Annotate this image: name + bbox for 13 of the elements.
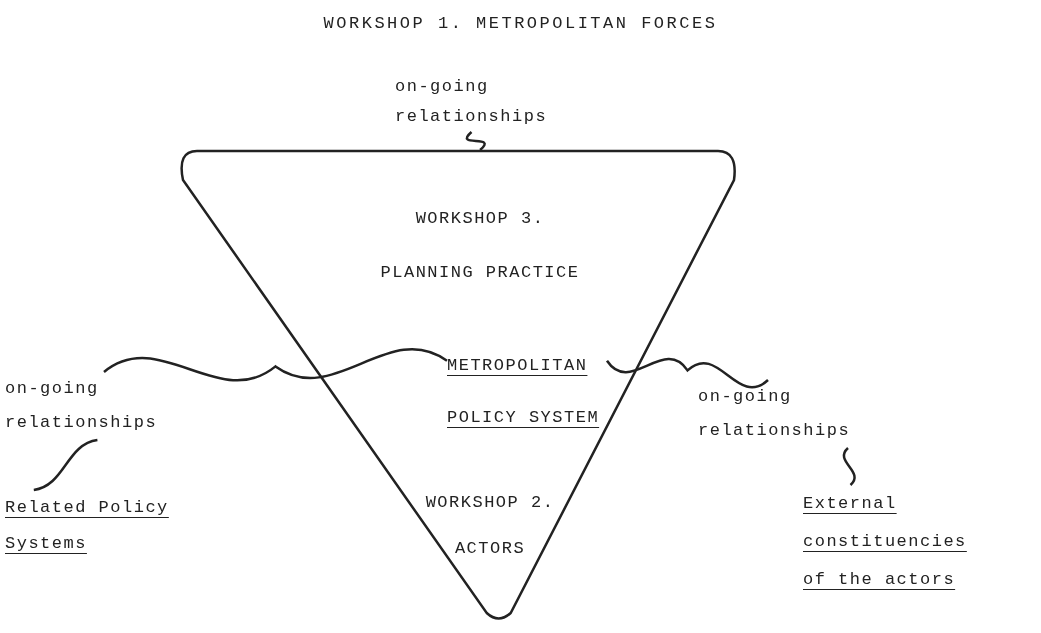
node-text: on-going relationships [5, 378, 159, 434]
node-text: on-going relationships [395, 76, 549, 128]
wavy-line [606, 357, 769, 389]
wavy-line [842, 447, 856, 486]
node-text: on-going relationships [698, 386, 852, 442]
diagram-title: WORKSHOP 1. METROPOLITAN FORCES [322, 14, 719, 33]
wavy-line [33, 438, 98, 492]
underlined-text: External constituencies of the actors [803, 493, 968, 591]
wavy-line [103, 348, 448, 382]
underlined-text: Related Policy Systems [5, 497, 170, 555]
underlined-text: METROPOLITAN POLICY SYSTEM [447, 355, 601, 429]
node-text: WORKSHOP 2. ACTORS [424, 492, 556, 560]
node-text: WORKSHOP 3. PLANNING PRACTICE [379, 208, 581, 284]
